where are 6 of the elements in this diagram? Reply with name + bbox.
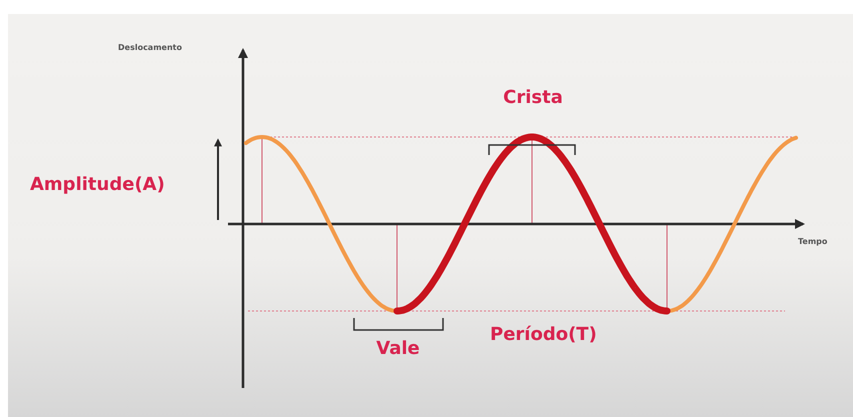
amplitude-label: Amplitude(A)	[30, 176, 165, 194]
axis-title: Tempo	[798, 238, 828, 246]
trough-label: Vale	[376, 340, 420, 358]
axis-title: Deslocamento	[118, 44, 182, 52]
period-label: Período(T)	[490, 326, 597, 344]
crest-label: Crista	[503, 89, 563, 107]
